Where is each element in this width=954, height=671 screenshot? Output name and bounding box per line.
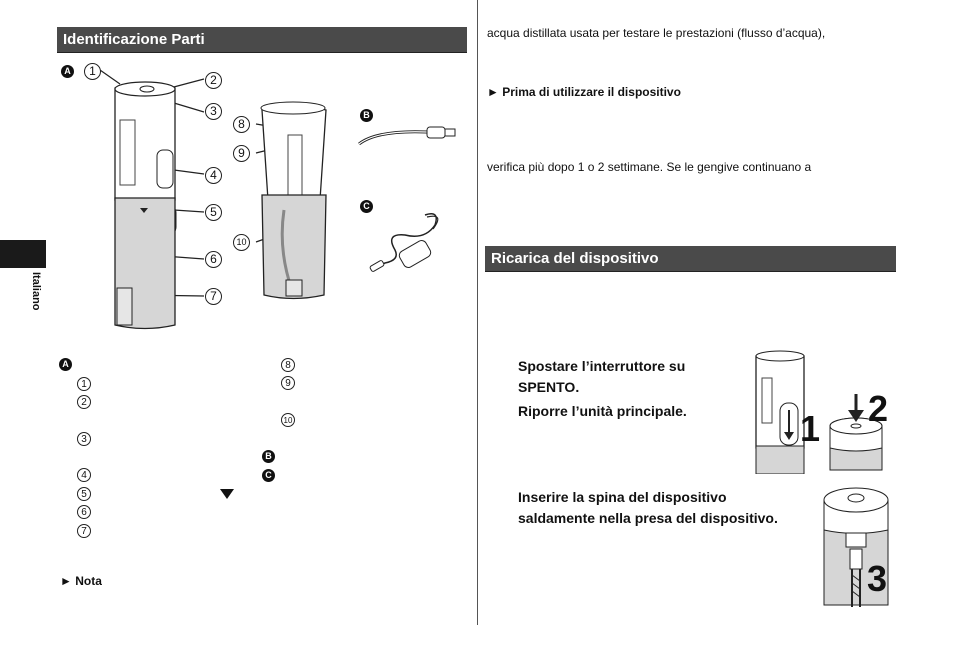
legend-num-8: 8 xyxy=(281,358,295,372)
step-1-line-2: SPENTO. xyxy=(518,379,580,395)
legend-num-7: 7 xyxy=(77,524,91,538)
legend-c-badge: C xyxy=(262,469,275,482)
figure-number-2: 2 xyxy=(868,388,889,429)
legend-num-3: 3 xyxy=(77,432,91,446)
figure-number-3: 3 xyxy=(867,558,888,599)
figure-a-badge: A xyxy=(61,65,74,78)
figure-c-badge: C xyxy=(360,200,373,213)
device-tank-illustration xyxy=(255,101,327,300)
note-label: Nota xyxy=(75,574,102,588)
step-2-text: Riporre l’unità principale. xyxy=(518,403,687,419)
steps-1-2-illustration xyxy=(755,350,883,474)
prima-heading: ► Prima di utilizzare il dispositivo xyxy=(487,85,681,99)
callout-10: 10 xyxy=(233,234,250,251)
legend-num-6: 6 xyxy=(77,505,91,519)
step-3-line-2: saldamente nella presa del dispositivo. xyxy=(518,510,778,526)
legend-num-9: 9 xyxy=(281,376,295,390)
prima-heading-label: Prima di utilizzare il dispositivo xyxy=(502,85,681,99)
step-3-line-1: Inserire la spina del dispositivo xyxy=(518,489,727,505)
legend-num-1: 1 xyxy=(77,377,91,391)
legend-num-4: 4 xyxy=(77,468,91,482)
note-heading: ► Nota xyxy=(60,574,102,588)
legend-num-5: 5 xyxy=(77,487,91,501)
callout-4: 4 xyxy=(205,167,222,184)
body-line-2: verifica più dopo 1 o 2 settimane. Se le… xyxy=(487,160,812,174)
legend-b-badge: B xyxy=(262,450,275,463)
note-arrow-icon: ► xyxy=(60,574,72,588)
step-1-text: Spostare l’interruttore su SPENTO. xyxy=(518,356,685,398)
column-divider xyxy=(477,0,478,625)
figure-number-1: 1 xyxy=(800,408,821,449)
charger-illustration xyxy=(369,213,439,272)
callout-3: 3 xyxy=(205,103,222,120)
figure-b-badge: B xyxy=(360,109,373,122)
nozzle-illustration xyxy=(358,126,456,146)
callout-2: 2 xyxy=(205,72,222,89)
step-3-illustration xyxy=(823,487,889,607)
step-3-text: Inserire la spina del dispositivo saldam… xyxy=(518,487,778,529)
prima-arrow-icon: ► xyxy=(487,85,499,99)
callout-9: 9 xyxy=(233,145,250,162)
side-tab-label: Italiano xyxy=(30,272,42,311)
section-title-identificazione: Identificazione Parti xyxy=(57,27,467,53)
section-title-ricarica: Ricarica del dispositivo xyxy=(485,246,896,272)
callout-8: 8 xyxy=(233,116,250,133)
legend-num-2: 2 xyxy=(77,395,91,409)
legend-a-badge: A xyxy=(59,358,72,371)
callout-7: 7 xyxy=(205,288,222,305)
side-tab xyxy=(0,240,46,268)
callout-1: 1 xyxy=(84,63,101,80)
step-1-line-1: Spostare l’interruttore su xyxy=(518,358,686,374)
legend-num-10: 10 xyxy=(281,413,295,427)
device-a-illustration xyxy=(100,70,205,330)
down-triangle-icon xyxy=(220,489,234,499)
callout-6: 6 xyxy=(205,251,222,268)
callout-5: 5 xyxy=(205,204,222,221)
body-line-1: acqua distillata usata per testare le pr… xyxy=(487,26,826,40)
